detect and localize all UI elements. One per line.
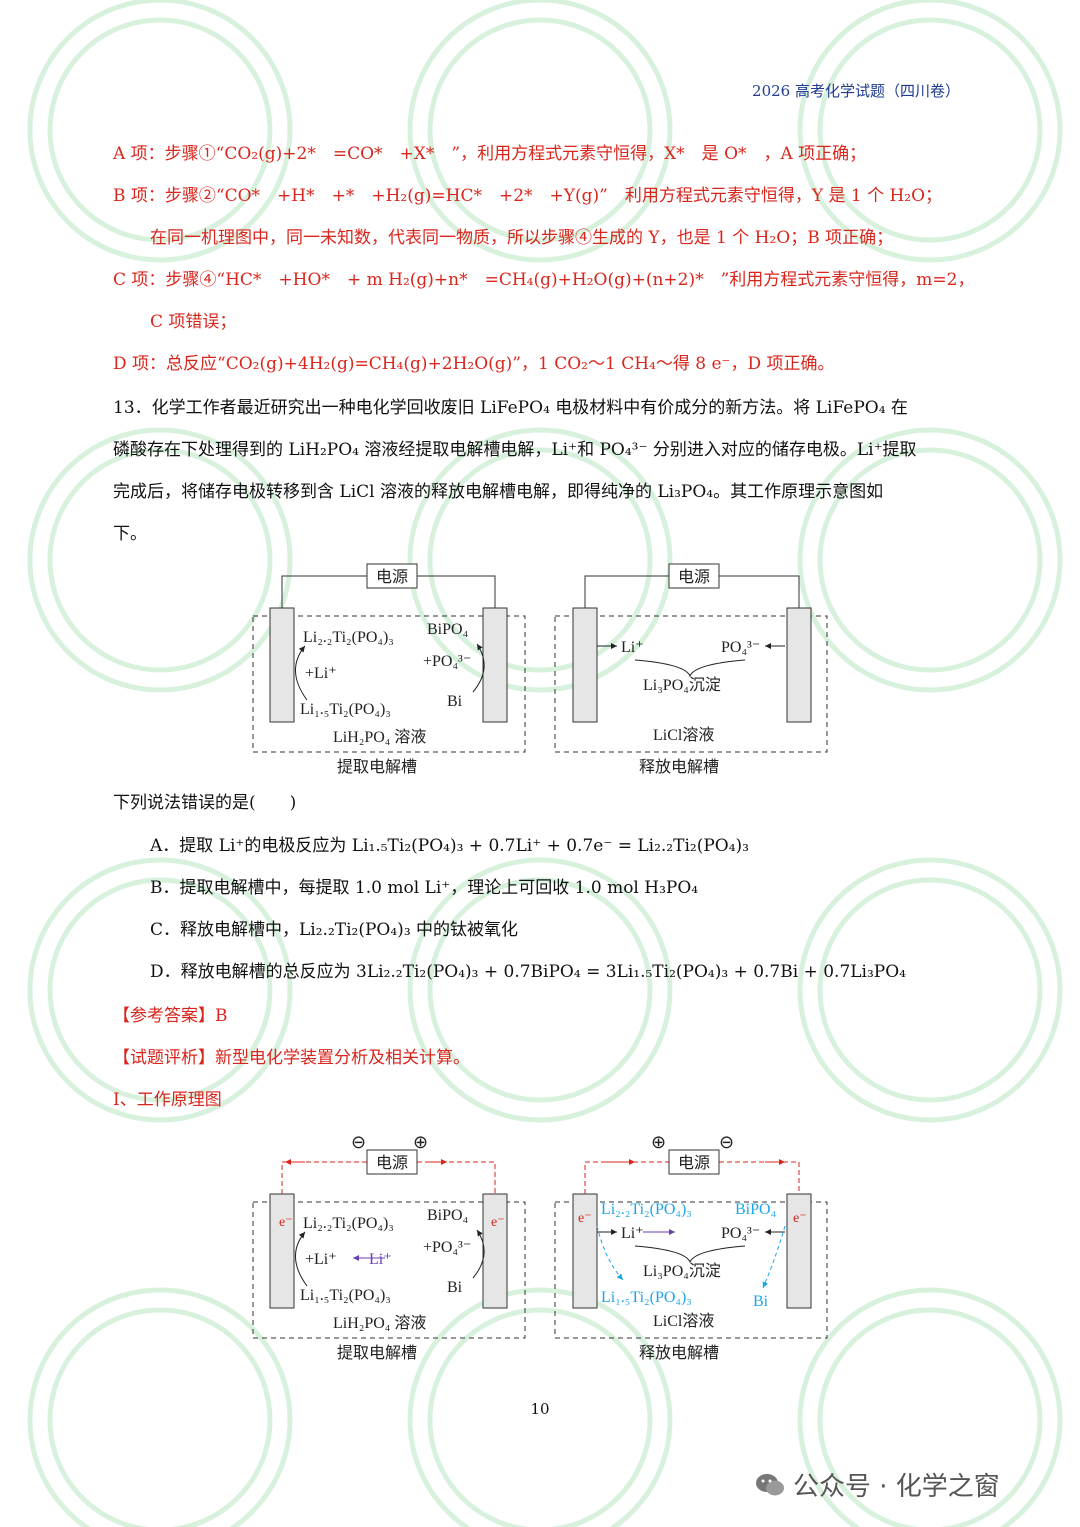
- bi-label-3: Bi: [753, 1293, 769, 1310]
- minus-sign-2: ⊖: [719, 1132, 734, 1152]
- option-d: D．释放电解槽的总反应为 3Li₂.₂Ti₂(PO₄)₃ + 0.7BiPO₄ …: [150, 962, 907, 982]
- li22-label-2: Li₂.₂Ti₂(PO₄)₃: [303, 1215, 394, 1232]
- section-title: I、工作原理图: [113, 1090, 222, 1110]
- licl-label-1: LiCl溶液: [653, 726, 714, 744]
- bi-label-2: Bi: [447, 1279, 463, 1296]
- electron-label-4: e⁻: [793, 1211, 807, 1226]
- bipo4-label-3: BiPO₄: [735, 1201, 777, 1218]
- power-label-3: 电源: [376, 1154, 408, 1172]
- plus-sign-1: ⊕: [413, 1132, 428, 1152]
- analysis-c2: C 项错误；: [150, 312, 237, 332]
- power-label-2: 电源: [678, 568, 710, 586]
- question-stem-3: 完成后，将储存电极转移到含 LiCl 溶液的释放电解槽电解，即得纯净的 Li₃P…: [113, 482, 884, 502]
- po4-label-1: PO₄³⁻: [721, 639, 760, 656]
- analysis-a: A 项：步骤①“CO₂(g)+2* =CO* +X* ”，利用方程式元素守恒得，…: [113, 144, 867, 164]
- po4-label-2: PO₄³⁻: [721, 1225, 760, 1242]
- plus-po4-label-2: +PO₄³⁻: [423, 1239, 471, 1256]
- li-ion-label-3: Li⁺: [621, 1225, 644, 1242]
- question-stem-4: 下。: [113, 524, 147, 544]
- plus-sign-2: ⊕: [651, 1132, 666, 1152]
- wechat-label: 公众号 · 化学之窗: [793, 1472, 1000, 1502]
- question-prompt: 下列说法错误的是( ): [113, 793, 297, 813]
- electron-label-2: e⁻: [491, 1215, 505, 1230]
- right-cell-title-2: 释放电解槽: [639, 1344, 719, 1362]
- li3po4-label-2: Li₃PO₄沉淀: [643, 1262, 721, 1280]
- bi-label-1: Bi: [447, 693, 463, 710]
- li15-label-1: Li₁.₅Ti₂(PO₄)₃: [300, 701, 391, 718]
- analysis-d: D 项：总反应“CO₂(g)+4H₂(g)=CH₄(g)+2H₂O(g)”，1 …: [113, 354, 835, 374]
- option-b: B．提取电解槽中，每提取 1.0 mol Li⁺，理论上可回收 1.0 mol …: [150, 878, 699, 898]
- page-header: 2026 高考化学试题（四川卷）: [752, 82, 960, 100]
- bipo4-label-2: BiPO₄: [427, 1207, 469, 1224]
- power-label-4: 电源: [678, 1154, 710, 1172]
- lih2po4-label-2: LiH₂PO₄ 溶液: [333, 1314, 426, 1332]
- minus-sign-1: ⊖: [351, 1132, 366, 1152]
- wechat-icon: [756, 1473, 784, 1495]
- li22-label-1: Li₂.₂Ti₂(PO₄)₃: [303, 629, 394, 646]
- plus-po4-label-1: +PO₄³⁻: [423, 653, 471, 670]
- comment: 【试题评析】新型电化学装置分析及相关计算。: [113, 1048, 470, 1068]
- electrolysis-diagram: 电源 Li₂.₂Ti₂(PO₄)₃ +Li⁺ Li₁.₅Ti₂(PO₄)₃ Bi…: [252, 563, 828, 776]
- page-number: 10: [530, 1400, 550, 1418]
- power-label-1: 电源: [376, 568, 408, 586]
- wechat-footer: 公众号 · 化学之窗: [755, 1466, 1000, 1503]
- licl-label-2: LiCl溶液: [653, 1312, 714, 1330]
- right-cell-title-1: 释放电解槽: [639, 758, 719, 776]
- answer: 【参考答案】B: [113, 1006, 228, 1026]
- question-stem-1: 13．化学工作者最近研究出一种电化学回收废旧 LiFePO₄ 电极材料中有价成分…: [113, 398, 908, 418]
- analysis-b1: B 项：步骤②“CO* +H* +* +H₂(g)=HC* +2* +Y(g)”…: [113, 186, 943, 206]
- electron-label-1: e⁻: [279, 1215, 293, 1230]
- li22-label-3: Li₂.₂Ti₂(PO₄)₃: [601, 1201, 692, 1218]
- plus-li-label-2: +Li⁺: [305, 1251, 337, 1268]
- analysis-c1: C 项：步骤④“HC* +HO* + m H₂(g)+n* =CH₄(g)+H₂…: [113, 270, 975, 290]
- li-ion-label-2: Li⁺: [369, 1251, 392, 1268]
- question-stem-2: 磷酸存在下处理得到的 LiH₂PO₄ 溶液经提取电解槽电解，Li⁺和 PO₄³⁻…: [113, 440, 917, 460]
- option-c: C．释放电解槽中，Li₂.₂Ti₂(PO₄)₃ 中的钛被氧化: [150, 920, 519, 940]
- left-cell-title-2: 提取电解槽: [337, 1344, 417, 1362]
- annotated-diagram: ⊖ ⊕ ⊕ ⊖ 电源 e⁻ e⁻ Li₂.₂Ti₂(PO₄)₃ +Li⁺ Li⁺…: [252, 1132, 828, 1362]
- electron-label-3: e⁻: [578, 1211, 592, 1226]
- option-a: A．提取 Li⁺的电极反应为 Li₁.₅Ti₂(PO₄)₃ + 0.7Li⁺ +…: [150, 836, 749, 856]
- analysis-b2: 在同一机理图中，同一未知数，代表同一物质，所以步骤④生成的 Y，也是 1 个 H…: [150, 228, 894, 248]
- lih2po4-label-1: LiH₂PO₄ 溶液: [333, 728, 426, 746]
- li3po4-label-1: Li₃PO₄沉淀: [643, 676, 721, 694]
- left-cell-title-1: 提取电解槽: [337, 758, 417, 776]
- plus-li-label-1: +Li⁺: [305, 665, 337, 682]
- li15-label-3: Li₁.₅Ti₂(PO₄)₃: [601, 1289, 692, 1306]
- bipo4-label-1: BiPO₄: [427, 621, 469, 638]
- li15-label-2: Li₁.₅Ti₂(PO₄)₃: [300, 1287, 391, 1304]
- li-ion-label-1: Li⁺: [621, 639, 644, 656]
